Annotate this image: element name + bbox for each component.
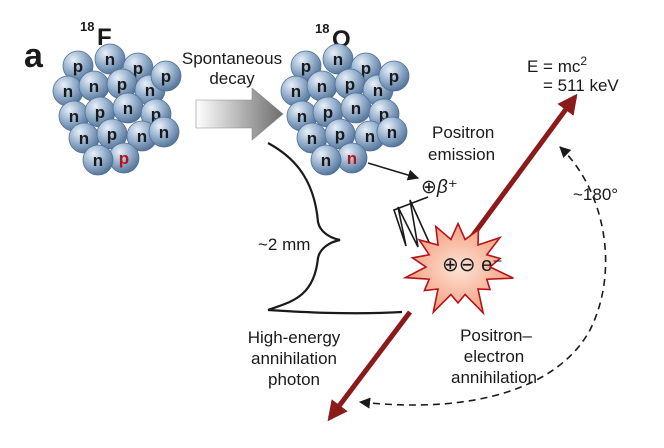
nucleon-ball: [94, 43, 126, 75]
equation-line2: = 511 keV: [543, 76, 619, 95]
nucleon-ball: [378, 60, 410, 92]
annihilation-label-line1: Positron–: [460, 326, 532, 345]
nucleon-letter: n: [69, 107, 79, 126]
nucleon-letter: n: [291, 82, 301, 101]
annihilation-symbol: ⊕⊖ e⁻: [442, 254, 503, 276]
angle-arc: [358, 146, 607, 409]
distance-brace: [267, 142, 341, 312]
nucleon-letter: n: [307, 129, 317, 148]
nucleon-letter: p: [117, 75, 127, 94]
emission-arrow: [367, 162, 420, 181]
nucleon-letter: n: [105, 50, 115, 69]
nucleon-letter: n: [137, 127, 147, 146]
nucleon-letter: p: [389, 67, 399, 86]
positron-emission-line1: Positron: [432, 123, 494, 142]
nucleon-letter: p: [151, 105, 161, 124]
decay-arrow: [195, 87, 284, 141]
panel-letter: a: [24, 37, 44, 75]
decay-label-line2: decay: [209, 69, 255, 88]
nucleon-letter: n: [123, 99, 133, 118]
nucleon-ball: [82, 144, 114, 176]
annihilation-label-line3: annihilation: [451, 368, 537, 387]
nucleon-letter: p: [379, 105, 389, 124]
nucleon-letter: n: [145, 81, 155, 100]
equation-superscript: 2: [580, 54, 587, 68]
photon-arrow-down: [327, 310, 412, 422]
angle-label: ~180°: [573, 185, 618, 204]
equation-prefix: E = mc: [527, 57, 581, 76]
photon-label-line1: High-energy: [248, 328, 341, 347]
decay-label-line1: Spontaneous: [182, 49, 282, 68]
nucleon-letter: p: [133, 59, 143, 78]
nucleon-ball: [322, 43, 354, 75]
nucleon-letter: p: [323, 103, 333, 122]
nucleon-letter: p: [335, 125, 345, 144]
photon-label-line2: annihilation: [251, 349, 337, 368]
nucleon-letter: n: [365, 127, 375, 146]
nucleon-letter: p: [107, 125, 117, 144]
nucleon-letter: p: [119, 149, 129, 168]
oxygen-mass: 18: [315, 21, 329, 36]
nucleon-letter: p: [301, 57, 311, 76]
beta-plus-symbol: ⊕β⁺: [421, 177, 458, 198]
nucleon-letter: p: [73, 57, 83, 76]
distance-label: ~2 mm: [258, 235, 310, 254]
nucleon-letter: p: [95, 103, 105, 122]
nucleon-letter: n: [63, 82, 73, 101]
nucleon-letter: p: [361, 59, 371, 78]
photon-label-line3: photon: [268, 370, 320, 389]
nucleon-letter: n: [351, 99, 361, 118]
positron-emission-line2: emission: [428, 145, 495, 164]
nucleon-letter: p: [345, 75, 355, 94]
nucleon-letter: n: [93, 151, 103, 170]
nucleon-letter: p: [161, 67, 171, 86]
nucleon-letter: n: [333, 50, 343, 69]
nucleon-letter: n: [373, 81, 383, 100]
nucleon-letter: n: [347, 149, 357, 168]
nucleon-letter: n: [297, 107, 307, 126]
brace-connector: [267, 308, 403, 315]
photon-arrow-up: [465, 93, 578, 244]
nucleon-ball: [150, 60, 182, 92]
nucleon-ball: [310, 144, 342, 176]
equation-line1: E = mc2: [527, 54, 587, 76]
annihilation-label-line2: electron: [464, 347, 524, 366]
nucleon-letter: n: [79, 129, 89, 148]
nucleon-letter: n: [89, 77, 99, 96]
nucleon-letter: n: [321, 151, 331, 170]
nucleon-letter: n: [159, 123, 169, 142]
nucleon-ball: [148, 116, 180, 148]
fluorine-mass: 18: [80, 19, 94, 34]
nucleon-letter: n: [317, 77, 327, 96]
nucleon-letter: n: [387, 123, 397, 142]
